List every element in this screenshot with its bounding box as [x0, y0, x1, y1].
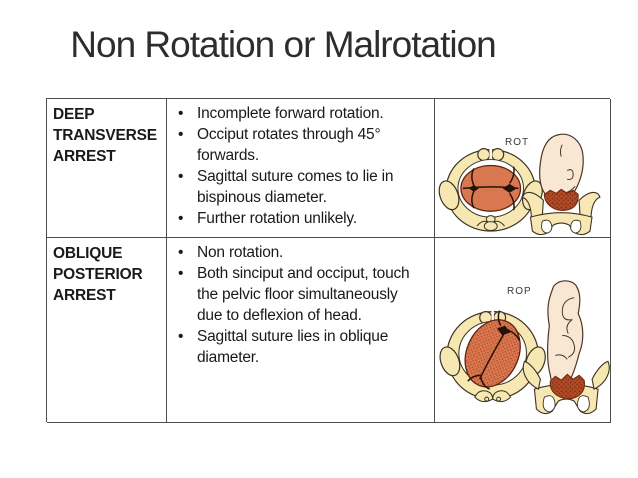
figure-cell-rot: ROT: [435, 99, 611, 238]
pelvic-inlet-rop-illustration: [439, 309, 546, 403]
bullet-list: Incomplete forward rotation. Occiput rot…: [167, 103, 434, 229]
fetal-head-lateral-rot-illustration: [521, 133, 601, 236]
rop-figure-svg: [439, 280, 610, 415]
figure-label-rot: ROT: [505, 137, 530, 148]
bullet-item: Both sinciput and occiput, touch the pel…: [167, 263, 415, 326]
bullet-item: Sagittal suture lies in oblique diameter…: [167, 326, 415, 368]
arrest-table: DEEP TRANSVERSE ARREST Incomplete forwar…: [46, 98, 611, 423]
figure-cell-rop: ROP: [435, 238, 611, 423]
bullet-item: Further rotation unlikely.: [167, 208, 415, 229]
bullet-item: Incomplete forward rotation.: [167, 103, 415, 124]
row-header-oblique-posterior-arrest: OBLIQUE POSTERIOR ARREST: [47, 238, 167, 423]
bullets-cell-deep-transverse: Incomplete forward rotation. Occiput rot…: [167, 99, 435, 238]
pelvic-inlet-rot-illustration: [438, 146, 543, 232]
figure-label-rop: ROP: [507, 286, 532, 297]
bullet-list: Non rotation. Both sinciput and occiput,…: [167, 242, 434, 368]
bullet-item: Non rotation.: [167, 242, 415, 263]
bullet-item: Occiput rotates through 45° forwards.: [167, 124, 415, 166]
rot-figure-svg: [438, 133, 601, 236]
page-title: Non Rotation or Malrotation: [70, 24, 496, 65]
row-header-deep-transverse-arrest: DEEP TRANSVERSE ARREST: [47, 99, 167, 238]
fetus-lateral-rop-illustration: [522, 280, 610, 415]
bullets-cell-oblique-posterior: Non rotation. Both sinciput and occiput,…: [167, 238, 435, 423]
bullet-item: Sagittal suture comes to lie in bispinou…: [167, 166, 415, 208]
